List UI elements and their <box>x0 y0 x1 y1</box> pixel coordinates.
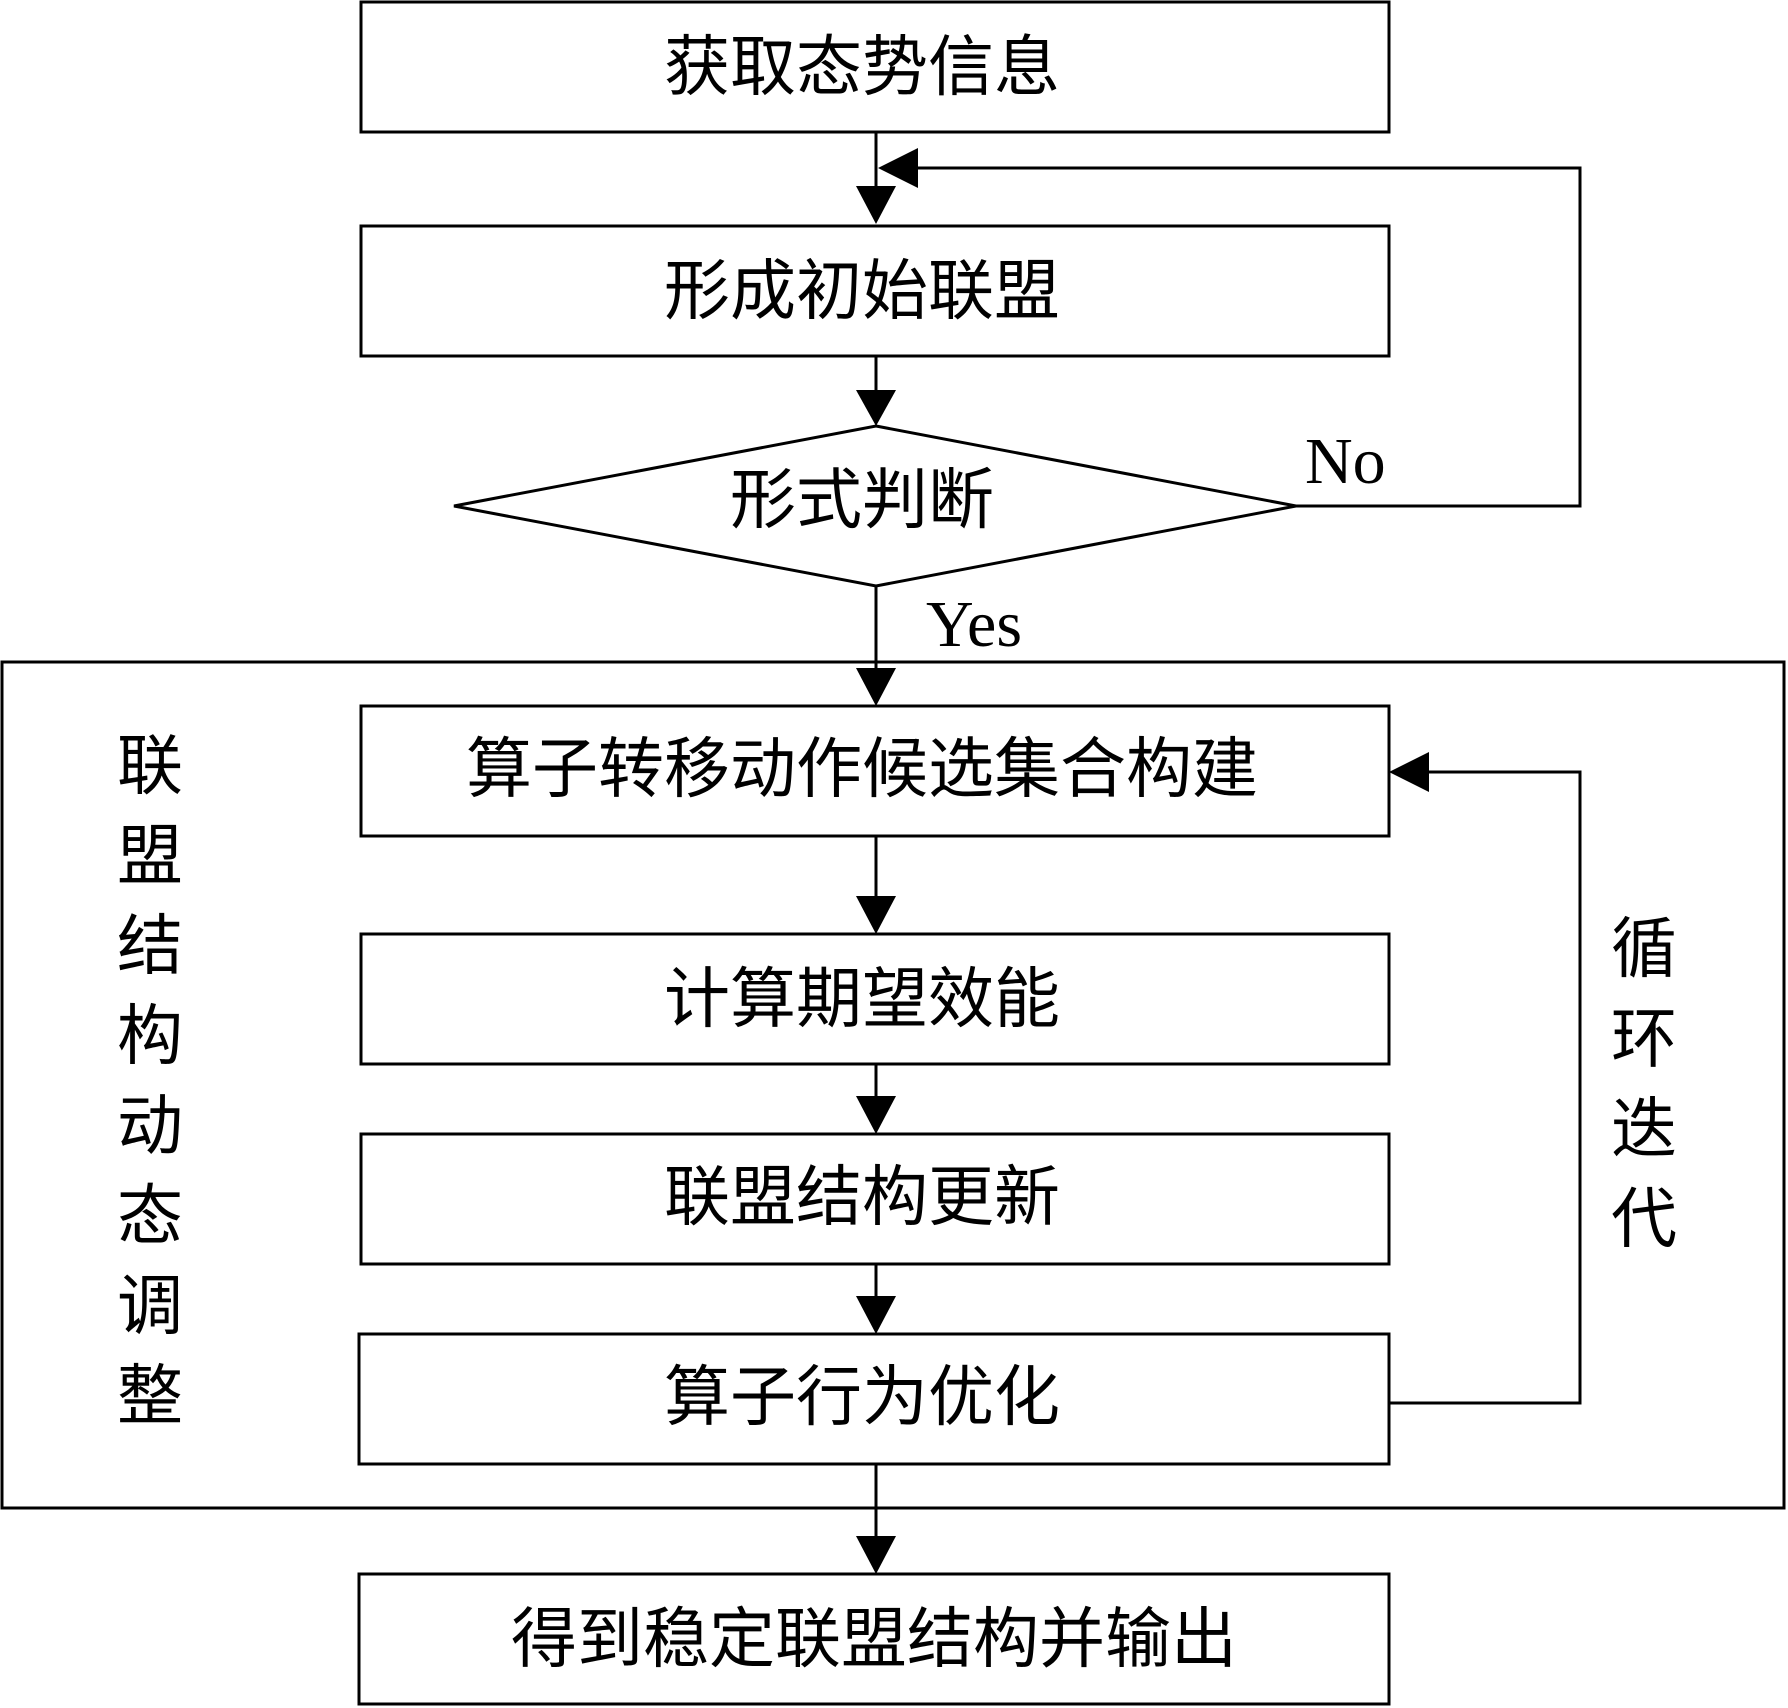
update-structure-box <box>359 1132 1391 1266</box>
optimize-behavior-text: 算子行为优化 <box>664 1359 1060 1436</box>
right-vertical-label: 循 环 迭 代 <box>1611 911 1677 1258</box>
form-check-text: 形式判断 <box>730 462 994 539</box>
form-coalition-box <box>359 224 1391 358</box>
yes-arrowhead <box>856 668 896 706</box>
left-char: 结 <box>117 908 183 985</box>
left-char: 整 <box>117 1358 183 1435</box>
left-char: 调 <box>117 1268 183 1345</box>
right-char: 环 <box>1611 1001 1677 1078</box>
output-text: 得到稳定联盟结构并输出 <box>511 1601 1237 1678</box>
coalition-adjust-frame <box>0 660 1786 1510</box>
right-char: 循 <box>1611 911 1677 988</box>
no-label: No <box>1305 425 1386 498</box>
left-char: 构 <box>117 998 183 1075</box>
no-loop-arrowhead <box>878 148 918 188</box>
no-loop-line <box>918 166 1582 508</box>
iteration-loop-line <box>1389 770 1582 1405</box>
form-coalition-text: 形成初始联盟 <box>664 253 1060 330</box>
right-char: 代 <box>1611 1181 1677 1258</box>
left-vertical-label: 联 盟 结 构 动 态 调 整 <box>117 728 183 1435</box>
calc-utility-text: 计算期望效能 <box>664 961 1060 1038</box>
arrowhead-1-2 <box>856 186 896 224</box>
build-candidates-text: 算子转移动作候选集合构建 <box>466 731 1258 808</box>
calc-utility-box <box>359 932 1391 1066</box>
arrowhead-4-5 <box>856 1096 896 1134</box>
right-char: 迭 <box>1611 1091 1677 1168</box>
arrowhead-2-diamond <box>856 390 896 426</box>
left-char: 动 <box>117 1088 183 1165</box>
yes-label: Yes <box>926 588 1022 661</box>
left-char: 盟 <box>117 818 183 895</box>
left-char: 态 <box>117 1178 183 1255</box>
arrowhead-6-output <box>856 1536 896 1574</box>
output-box <box>357 1572 1391 1706</box>
left-char: 联 <box>117 728 183 805</box>
get-situation-text: 获取态势信息 <box>664 29 1060 106</box>
iteration-loop-arrowhead <box>1389 752 1429 792</box>
arrowhead-3-4 <box>856 896 896 934</box>
update-structure-text: 联盟结构更新 <box>664 1159 1060 1236</box>
arrowhead-5-6 <box>856 1296 896 1334</box>
optimize-behavior-box <box>357 1332 1391 1466</box>
